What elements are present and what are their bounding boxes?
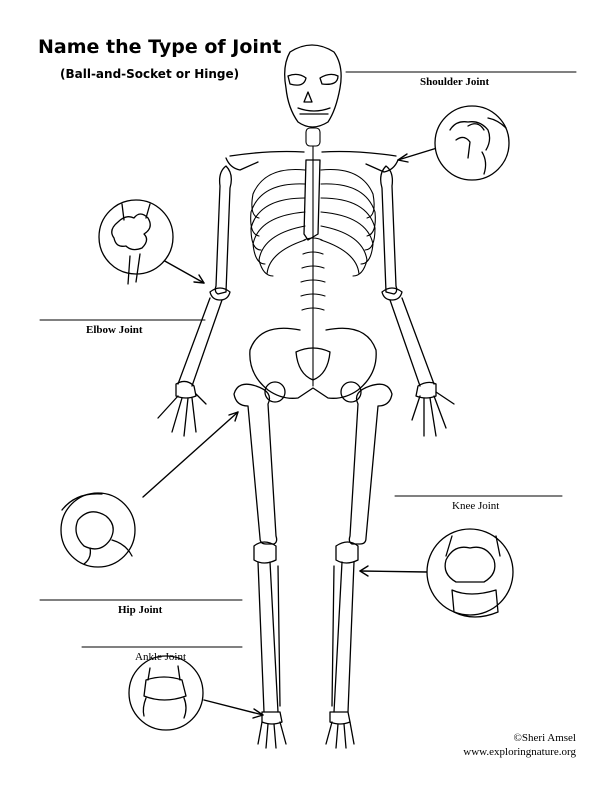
pointer-arrows bbox=[142, 147, 438, 719]
knee-inset bbox=[426, 528, 514, 618]
page-title: Name the Type of Joint bbox=[38, 36, 282, 58]
elbow-inset bbox=[98, 199, 174, 285]
page-subtitle: (Ball-and-Socket or Hinge) bbox=[60, 67, 240, 81]
author-credit: ©Sheri Amsel bbox=[513, 732, 576, 744]
shoulder-inset bbox=[434, 105, 510, 181]
label-lines bbox=[39, 71, 577, 648]
ankle-inset bbox=[128, 655, 204, 731]
skeleton-figure bbox=[157, 44, 455, 749]
shoulder-joint-label: Shoulder Joint bbox=[420, 76, 490, 88]
hip-inset bbox=[60, 492, 136, 568]
hip-joint-label: Hip Joint bbox=[118, 604, 163, 616]
website-credit: www.exploringnature.org bbox=[463, 746, 576, 758]
knee-joint-label: Knee Joint bbox=[452, 500, 500, 512]
elbow-joint-label: Elbow Joint bbox=[86, 324, 143, 336]
ankle-joint-label: Ankle Joint bbox=[135, 651, 187, 663]
